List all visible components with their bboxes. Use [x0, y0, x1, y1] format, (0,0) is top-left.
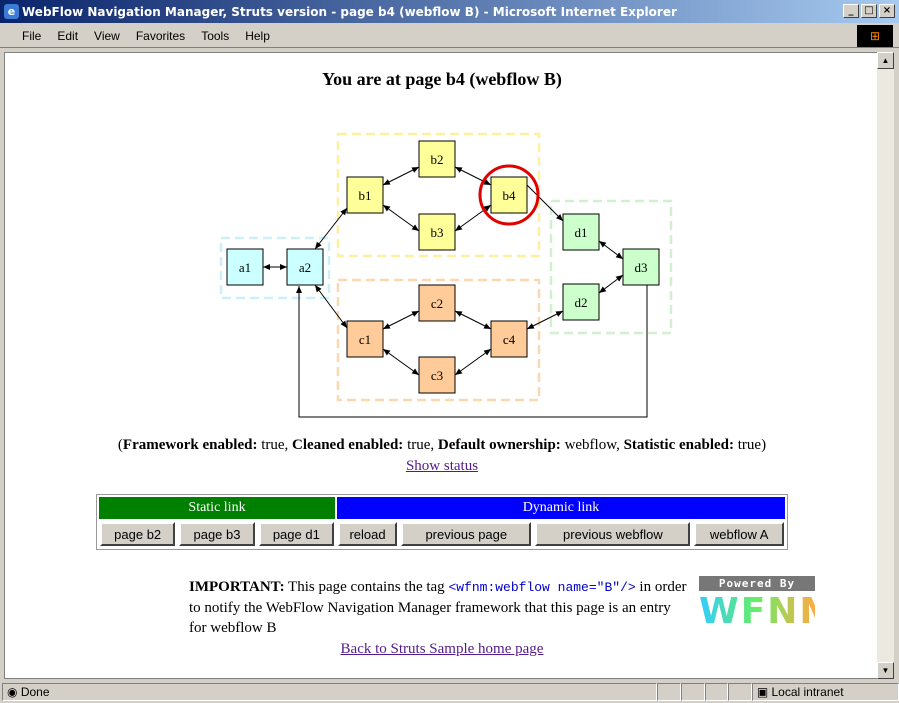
previous-page-button[interactable]: previous page	[401, 522, 532, 546]
menu-help[interactable]: Help	[245, 28, 270, 43]
show-status-link[interactable]: Show status	[405, 458, 479, 474]
important-note: IMPORTANT: This page contains the tag <w…	[189, 579, 687, 636]
dynamic-link-header: Dynamic link	[337, 497, 785, 519]
maximize-button[interactable]: □	[861, 4, 877, 18]
node-c3: c3	[431, 368, 443, 383]
scroll-up-arrow-icon[interactable]: ▲	[877, 52, 894, 69]
page-b3-button[interactable]: page b3	[179, 522, 255, 546]
menu-view[interactable]: View	[94, 28, 120, 43]
minimize-button[interactable]: _	[843, 4, 859, 18]
menu-edit[interactable]: Edit	[57, 28, 79, 43]
windows-logo-icon: ⊞	[857, 25, 893, 47]
webflow-diagram: a1 a2 b1 b2 b3 b4 c1 c2 c3 c4 d1 d2 d3	[219, 132, 673, 418]
page-content: You are at page b4 (webflow B) a1 a2 b1 …	[4, 52, 878, 679]
intranet-icon: ▣	[756, 685, 772, 699]
current-page-highlight	[478, 164, 540, 226]
page-b2-button[interactable]: page b2	[100, 522, 176, 546]
status-text: Done	[20, 685, 50, 699]
node-d1: d1	[575, 225, 588, 240]
status-bar: ◉ Done ▣ Local intranet	[0, 681, 899, 703]
node-b3: b3	[431, 225, 444, 240]
node-c4: c4	[503, 332, 516, 347]
back-home-link[interactable]: Back to Struts Sample home page	[340, 641, 544, 657]
node-b4: b4	[503, 188, 517, 203]
vertical-scrollbar[interactable]: ▲▼	[877, 52, 894, 679]
page-title: You are at page b4 (webflow B)	[322, 69, 562, 89]
group-b	[336, 132, 541, 258]
reload-button[interactable]: reload	[338, 522, 398, 546]
node-c1: c1	[359, 332, 371, 347]
webflow-a-button[interactable]: webflow A	[694, 522, 784, 546]
scroll-down-arrow-icon[interactable]: ▼	[877, 662, 894, 679]
title-bar: e WebFlow Navigation Manager, Struts ver…	[0, 0, 899, 23]
page-d1-button[interactable]: page d1	[258, 522, 334, 546]
group-c	[336, 278, 541, 402]
node-a2: a2	[299, 260, 311, 275]
menu-favorites[interactable]: Favorites	[135, 28, 186, 43]
menu-bar: File Edit View Favorites Tools Help	[0, 24, 899, 48]
previous-webflow-button[interactable]: previous webflow	[535, 522, 691, 546]
node-d3: d3	[635, 260, 648, 275]
node-a1: a1	[239, 260, 251, 275]
settings-info: (Framework enabled: true, Cleaned enable…	[117, 437, 767, 453]
static-link-header: Static link	[99, 497, 335, 519]
close-button[interactable]: ×	[879, 4, 895, 18]
window-title: WebFlow Navigation Manager, Struts versi…	[22, 4, 677, 19]
ie-page-icon: ◉	[7, 685, 21, 699]
ie-icon: e	[4, 4, 19, 19]
node-d2: d2	[575, 295, 588, 310]
node-b2: b2	[431, 152, 444, 167]
menu-file[interactable]: File	[22, 28, 42, 43]
zone-text: Local intranet	[771, 685, 844, 699]
group-d	[549, 199, 673, 335]
menu-tools[interactable]: Tools	[201, 28, 230, 43]
node-c2: c2	[431, 296, 443, 311]
node-b1: b1	[359, 188, 372, 203]
